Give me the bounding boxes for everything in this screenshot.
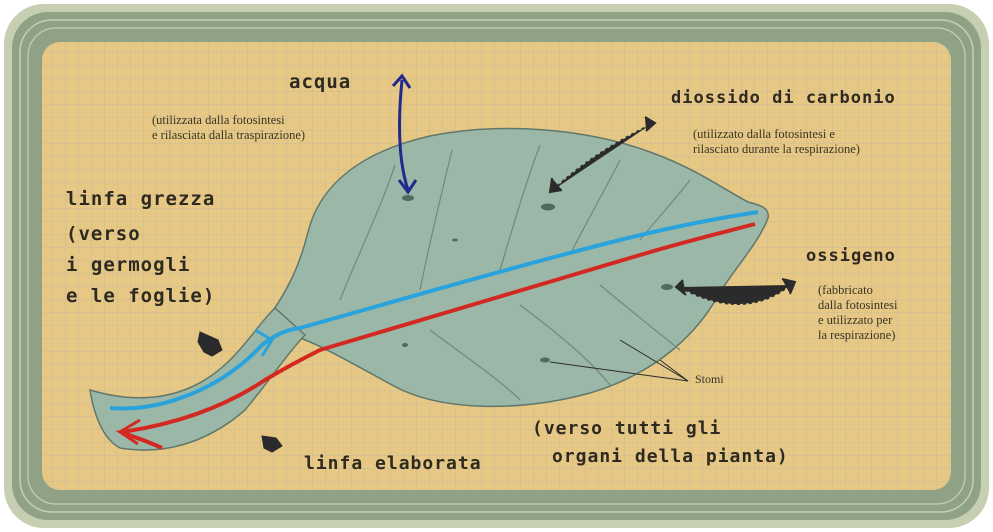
ossigeno-note-3: e utilizzato per	[818, 313, 892, 328]
linfa-grezza-line-3: e le foglie)	[66, 282, 215, 311]
destination-line-2: organi della pianta)	[552, 442, 789, 471]
ossigeno-note-4: la respirazione)	[818, 328, 895, 343]
linfa-grezza-line-1: (verso	[66, 220, 141, 249]
acqua-title: acqua	[289, 68, 351, 97]
ossigeno-title: ossigeno	[806, 246, 896, 266]
ossigeno-note-1: (fabbricato	[818, 283, 873, 298]
linfa-grezza-title: linfa grezza	[66, 185, 215, 214]
co2-note-1: (utilizzato dalla fotosintesi e	[693, 127, 835, 142]
stomi-label: Stomi	[695, 372, 724, 387]
linfa-grezza-line-2: i germogli	[66, 251, 190, 280]
acqua-note-1: (utilizzata dalla fotosintesi	[152, 113, 285, 128]
destination-line-1: (verso tutti gli	[532, 414, 721, 443]
linfa-elaborata-title: linfa elaborata	[304, 449, 482, 478]
co2-note-2: rilasciato durante la respirazione)	[693, 142, 860, 157]
ossigeno-note-2: dalla fotosintesi	[818, 298, 898, 313]
acqua-note-2: e rilasciata dalla traspirazione)	[152, 128, 305, 143]
co2-title: diossido di carbonio	[671, 88, 896, 108]
